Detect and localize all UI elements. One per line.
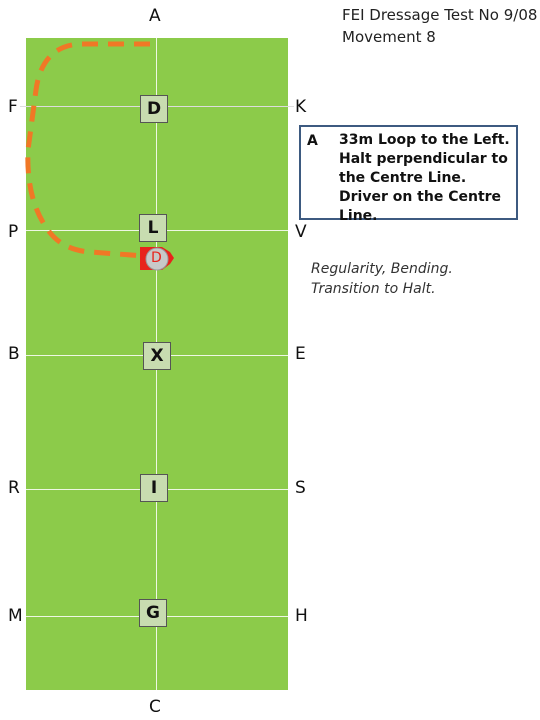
movement-letter: A (307, 133, 318, 149)
loop-path (25, 41, 150, 259)
letter-a: A (149, 6, 161, 26)
letter-v: V (295, 222, 307, 242)
assessment-notes: Regularity, Bending. Transition to Halt. (311, 259, 453, 299)
test-title-line1: FEI Dressage Test No 9/08 (342, 6, 538, 24)
letter-m: M (8, 606, 23, 626)
note-line1: Regularity, Bending. (311, 261, 453, 277)
letter-c: C (149, 697, 161, 717)
movement-instruction: 33m Loop to the Left. Halt perpendicular… (339, 132, 510, 224)
letter-x: X (143, 342, 171, 370)
letter-s: S (295, 478, 306, 498)
letter-i: I (140, 474, 168, 502)
test-title-line2: Movement 8 (342, 28, 436, 46)
letter-g: G (139, 599, 167, 627)
letter-h: H (295, 606, 308, 626)
movement-box: A 33m Loop to the Left. Halt perpendicul… (299, 125, 518, 224)
letter-r: R (8, 478, 20, 498)
carriage-icon (140, 247, 174, 271)
letter-f: F (8, 97, 18, 117)
letter-e: E (295, 344, 306, 364)
letter-d: D (140, 95, 168, 123)
letter-k: K (295, 97, 307, 117)
carriage-label: D (151, 250, 162, 266)
letter-l: L (139, 214, 167, 242)
letter-b: B (8, 344, 20, 364)
note-line2: Transition to Halt. (311, 281, 436, 297)
letter-p: P (8, 222, 19, 242)
test-title: FEI Dressage Test No 9/08 Movement 8 (342, 4, 537, 48)
